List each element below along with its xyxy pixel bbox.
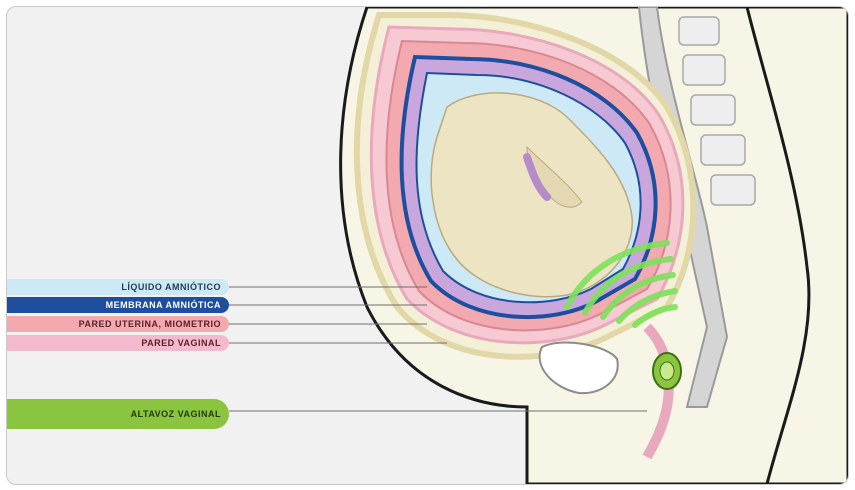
label-vaginal-speaker: ALTAVOZ VAGINAL	[7, 399, 229, 429]
label-amniotic-membrane: MEMBRANA AMNIÓTICA	[7, 297, 229, 313]
label-uterine-wall: PARED UTERINA, MIOMETRIO	[7, 316, 229, 332]
diagram-frame: LÍQUIDO AMNIÓTICO MEMBRANA AMNIÓTICA PAR…	[6, 6, 849, 485]
speaker-icon	[653, 353, 681, 389]
label-vaginal-wall: PARED VAGINAL	[7, 335, 229, 351]
label-amniotic-fluid: LÍQUIDO AMNIÓTICO	[7, 279, 229, 295]
